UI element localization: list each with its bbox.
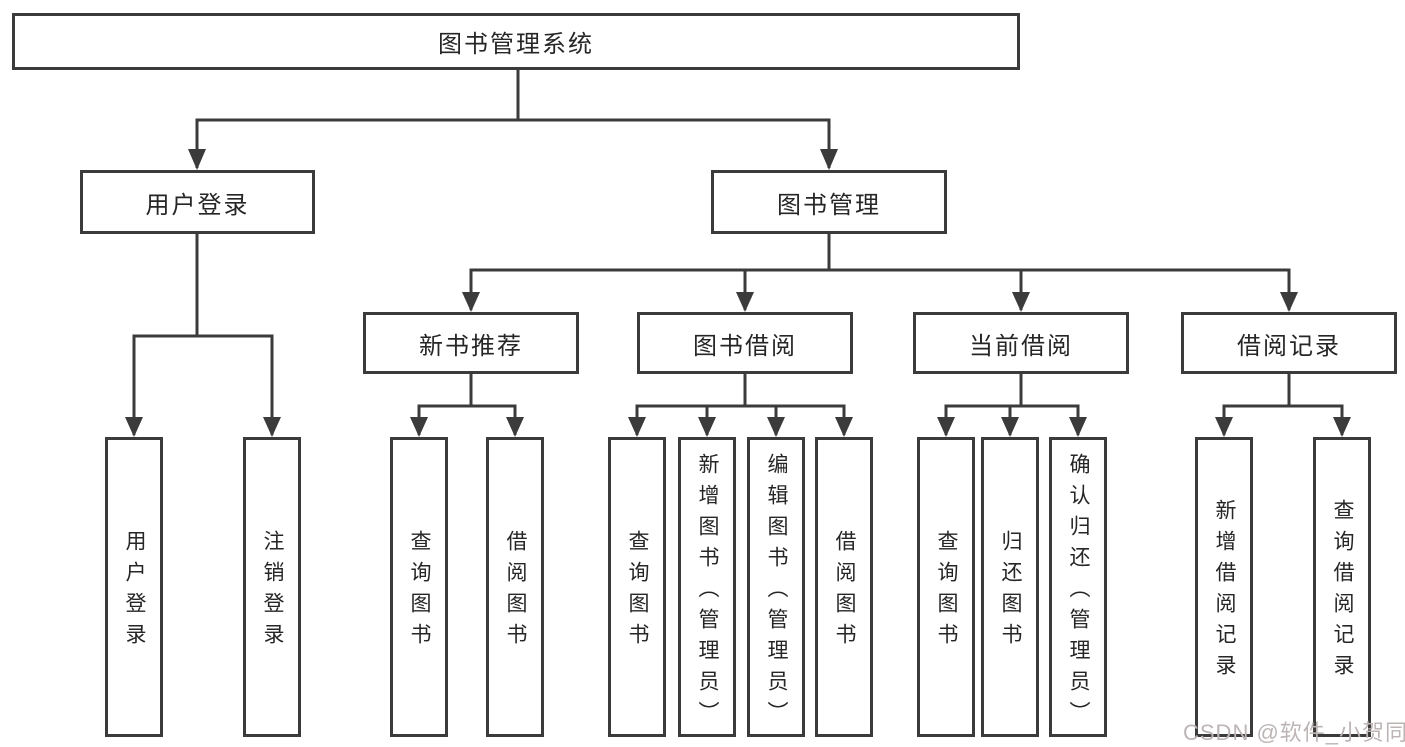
leaf-borrow-books: 借阅图书	[815, 437, 873, 737]
node-book-borrowing: 图书借阅	[637, 312, 853, 374]
leaf-query-borrow-record: 查询借阅记录	[1313, 437, 1371, 737]
node-book-management: 图书管理	[711, 170, 947, 234]
leaf-user-login: 用户登录	[105, 437, 163, 737]
node-user-login: 用户登录	[80, 170, 315, 234]
node-root-library-system: 图书管理系统	[12, 13, 1020, 70]
node-current-borrowing: 当前借阅	[913, 312, 1129, 374]
leaf-query-books-current: 查询图书	[917, 437, 975, 737]
leaf-return-books: 归还图书	[981, 437, 1039, 737]
arrowheads	[125, 149, 1351, 437]
csdn-watermark: CSDN @软件_小贺同学	[1183, 720, 1405, 745]
node-new-book-recommend: 新书推荐	[363, 312, 579, 374]
leaf-confirm-return-admin: 确认归还（管理员）	[1049, 437, 1107, 737]
leaf-add-books-admin: 新增图书（管理员）	[678, 437, 736, 737]
node-borrowing-records: 借阅记录	[1181, 312, 1397, 374]
leaf-borrow-books-recommend: 借阅图书	[486, 437, 544, 737]
leaf-edit-books-admin: 编辑图书（管理员）	[747, 437, 805, 737]
leaf-query-books-borrow: 查询图书	[608, 437, 666, 737]
leaf-logout: 注销登录	[243, 437, 301, 737]
leaf-query-books-recommend: 查询图书	[390, 437, 448, 737]
leaf-add-borrow-record: 新增借阅记录	[1195, 437, 1253, 737]
